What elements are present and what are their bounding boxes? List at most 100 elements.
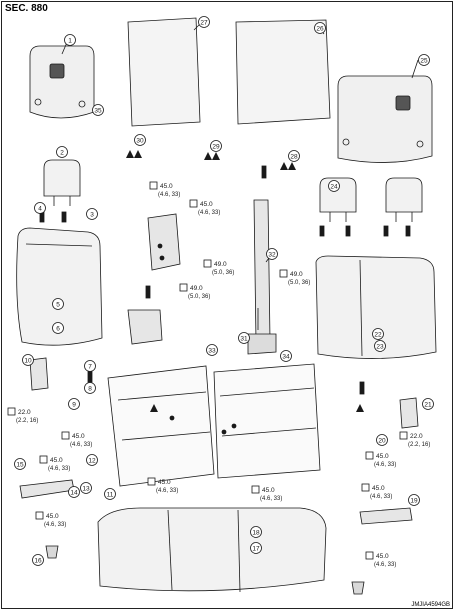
torque-wrench-icon [251,485,260,494]
svg-text:15: 15 [16,461,24,468]
svg-text:26: 26 [316,25,324,32]
svg-text:17: 17 [252,545,260,552]
svg-text:(2.2, 16): (2.2, 16) [408,442,430,448]
svg-text:28: 28 [290,153,298,160]
svg-text:(4.6, 33): (4.6, 33) [374,462,396,468]
torque-label: 45.0 (4.6, 33) [147,477,178,494]
svg-text:(4.6, 33): (4.6, 33) [370,494,392,500]
svg-text:(5.0, 36): (5.0, 36) [212,270,234,276]
section-label: SEC. 880 [5,3,48,14]
torque-label: 22.0(2.2, 16) [7,407,38,424]
svg-text:45.0: 45.0 [376,553,389,560]
torque-label: 45.0(4.6, 33) [61,431,92,448]
svg-text:45.0: 45.0 [200,201,213,208]
svg-text:5: 5 [56,301,60,308]
callout-5: 5 [52,298,64,310]
svg-text:(4.6, 33): (4.6, 33) [48,466,70,472]
callout-20: 20 [376,434,388,446]
svg-text:(5.0, 36): (5.0, 36) [188,294,210,300]
svg-text:22.0: 22.0 [410,433,423,440]
torque-wrench-icon [189,199,198,208]
svg-text:2: 2 [60,149,64,156]
torque-label: 45.0(4.6, 33) [35,511,66,528]
callout-33: 33 [206,344,218,356]
torque-wrench-icon [365,451,374,460]
svg-text:45.0: 45.0 [50,457,63,464]
svg-text:18: 18 [252,529,260,536]
seatbelt-retractor-32 [253,199,271,343]
svg-text:(4.6, 33): (4.6, 33) [156,488,178,494]
svg-text:9: 9 [72,401,76,408]
svg-text:24: 24 [330,183,338,190]
bolt-group [39,165,411,395]
callout-32: 32 [266,248,278,260]
svg-text:32: 32 [268,251,276,258]
torque-wrench-icon [39,455,48,464]
torque-label: 49.0 (5.0, 36) [179,283,210,300]
torque-label: 45.0(4.6, 33) [189,199,220,216]
svg-text:13: 13 [82,485,90,492]
callout-4: 4 [34,202,46,214]
callout-19: 19 [408,494,420,506]
torque-wrench-icon [399,431,408,440]
svg-text:(4.6, 33): (4.6, 33) [260,496,282,502]
svg-text:8: 8 [88,385,92,392]
callout-7: 7 [84,360,96,372]
callout-3: 3 [86,208,98,220]
label-patterns [126,150,364,412]
svg-text:35: 35 [94,107,102,114]
svg-text:14: 14 [70,489,78,496]
svg-text:30: 30 [136,137,144,144]
seatback-trim-27 [127,17,201,127]
svg-text:49.0: 49.0 [290,271,303,278]
svg-text:22: 22 [374,331,382,338]
svg-text:16: 16 [34,557,42,564]
svg-text:1: 1 [68,37,72,44]
svg-text:12: 12 [88,457,96,464]
svg-text:7: 7 [88,363,92,370]
svg-text:4: 4 [38,205,42,212]
svg-text:23: 23 [376,343,384,350]
callout-31: 31 [238,332,250,344]
foot-18 [351,581,365,595]
svg-text:45.0: 45.0 [158,479,171,486]
svg-text:(4.6, 33): (4.6, 33) [70,442,92,448]
callout-35: 35 [92,104,104,116]
svg-text:27: 27 [200,19,208,26]
torque-wrench-icon [361,483,370,492]
seat-cushion-pad [97,507,327,592]
seatback-pad-left [16,227,103,346]
callout-6: 6 [52,322,64,334]
callout-2: 2 [56,146,68,158]
callout-30: 30 [134,134,146,146]
cover-10 [29,357,49,391]
back-panel-1 [29,45,95,119]
svg-text:49.0: 49.0 [190,285,203,292]
diagram-code: JMJIA4594GB [411,602,450,608]
callout-26: 26 [314,22,326,34]
torque-label: 45.0(4.6, 33) [365,451,396,468]
callout-29: 29 [210,140,222,152]
svg-text:45.0: 45.0 [46,513,59,520]
torque-label: 49.0 (5.0, 36) [203,259,234,276]
svg-text:25: 25 [420,57,428,64]
svg-text:49.0: 49.0 [214,261,227,268]
callout-17: 17 [250,542,262,554]
back-panel-25-window [395,95,411,111]
callout-1: 1 [64,34,76,46]
svg-text:(4.6, 33): (4.6, 33) [374,562,396,568]
svg-text:6: 6 [56,325,60,332]
svg-text:29: 29 [212,143,220,150]
svg-text:(5.0, 36): (5.0, 36) [288,280,310,286]
torque-wrench-icon [203,259,212,268]
torque-label: 45.0 (4.6, 33) [39,455,70,472]
torque-wrench-icon [279,269,288,278]
callout-13: 13 [80,482,92,494]
torque-wrench-icon [7,407,16,416]
svg-text:45.0: 45.0 [160,183,173,190]
rail-15 [19,479,75,499]
foot-16 [45,545,59,559]
torque-wrench-icon [147,477,156,486]
torque-label: 45.0(4.6, 33) [361,483,392,500]
